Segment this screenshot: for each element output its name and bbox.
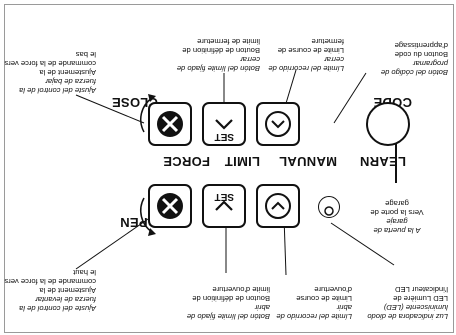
- force-label: FORCE: [163, 154, 210, 169]
- close-force-screw-icon: [140, 94, 183, 137]
- open-force-leader: [75, 216, 152, 270]
- control-panel: OPEN CLOSE CODE LEARN MANUAL LIMIT FORCE…: [70, 94, 430, 236]
- led-glow-icon: [324, 206, 334, 216]
- open-set-label: SET: [214, 191, 234, 202]
- open-set-chevron-icon: [215, 200, 233, 211]
- open-force-screw-icon: [140, 193, 183, 236]
- close-set-chevron-icon: [215, 119, 233, 130]
- code-button[interactable]: [366, 102, 410, 146]
- learn-label: LEARN: [359, 154, 406, 169]
- limit-label: LIMIT: [224, 154, 260, 169]
- open-limit-chevron-icon: [265, 193, 291, 219]
- close-set-label: SET: [214, 131, 234, 142]
- close-limit-chevron-icon: [265, 111, 291, 137]
- close-force-leader: [75, 94, 145, 124]
- code-leader: [333, 72, 367, 124]
- led-leader: [330, 222, 395, 266]
- manual-label: MANUAL: [278, 154, 337, 169]
